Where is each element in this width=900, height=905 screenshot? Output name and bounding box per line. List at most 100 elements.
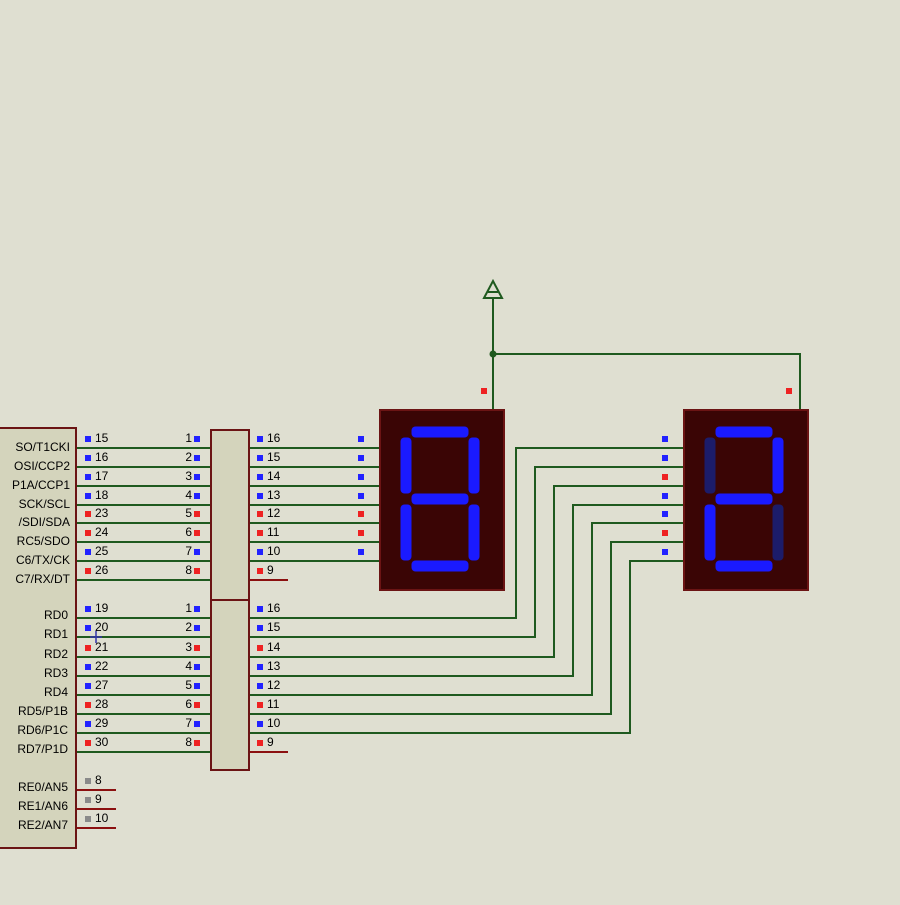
rp-top-right-pin-number: 12 xyxy=(267,506,281,520)
seven-segment-display-right-pin-state xyxy=(662,549,668,555)
mcu-port-d-label: RD5/P1B xyxy=(18,704,68,718)
mcu-port-d-pin-state xyxy=(85,721,91,727)
rp-top-right-pin-state xyxy=(257,568,263,574)
mcu-body[interactable] xyxy=(0,427,77,849)
mcu-port-c-label: RC5/SDO xyxy=(17,534,70,548)
rp-bottom-left-pin-number: 2 xyxy=(185,620,192,634)
wire-rp-bottom-to-display-right-3[interactable] xyxy=(249,504,684,677)
rp-bottom-left-pin-number: 6 xyxy=(185,697,192,711)
rp-top-right-pin-state xyxy=(257,455,263,461)
rp-top-left-pin-number: 8 xyxy=(185,563,192,577)
display-left-common-pin-state xyxy=(481,388,487,394)
mcu-port-e-pin-number: 8 xyxy=(95,773,102,787)
mcu-port-e-pin-state xyxy=(85,797,91,803)
mcu-port-d-label: RD2 xyxy=(44,647,68,661)
segment-c xyxy=(468,504,480,561)
rp-bottom-right-pin-state xyxy=(257,683,263,689)
mcu-port-d-pin-state xyxy=(85,702,91,708)
wire-rp-bottom-to-display-right-0[interactable] xyxy=(249,447,684,619)
segment-f xyxy=(704,437,716,494)
rp-bottom-left-pin-state xyxy=(194,645,200,651)
wire-rp-bottom-to-display-right-5[interactable] xyxy=(249,541,684,715)
rp-top-left-pin-number: 4 xyxy=(185,488,192,502)
rp-top-left-pin-number: 5 xyxy=(185,506,192,520)
mcu-port-e-label: RE0/AN5 xyxy=(18,780,68,794)
rp-bottom-right-pin-number: 15 xyxy=(267,620,281,634)
rp-top-right-pin-state xyxy=(257,511,263,517)
mcu-port-d-label: RD1 xyxy=(44,627,68,641)
wire-rp-bottom-to-display-right-2[interactable] xyxy=(249,485,684,658)
mcu-port-e-label: RE2/AN7 xyxy=(18,818,68,832)
rp-top-right-pin-number: 14 xyxy=(267,469,281,483)
rp-top-right-pin-number: 10 xyxy=(267,544,281,558)
seven-segment-display-right-pin-state xyxy=(662,530,668,536)
mcu-port-c-label: C7/RX/DT xyxy=(15,572,70,586)
rp-top-left-pin-state xyxy=(194,493,200,499)
wire-rp-bottom-to-display-right-6[interactable] xyxy=(249,560,684,734)
mcu-port-d-pin-state xyxy=(85,645,91,651)
seven-segment-display-left-pin-state xyxy=(358,530,364,536)
mcu-port-e-pin-number: 10 xyxy=(95,811,109,825)
segment-g xyxy=(411,493,469,505)
rp-bottom-right-pin-state xyxy=(257,606,263,612)
rp-bottom-right-pin-state xyxy=(257,625,263,631)
mcu-port-d-pin-number: 28 xyxy=(95,697,109,711)
seven-segment-display-left[interactable] xyxy=(379,409,505,591)
mcu-port-c-pin-state xyxy=(85,511,91,517)
seven-segment-display-right[interactable] xyxy=(683,409,809,591)
mcu-port-c-pin-state xyxy=(85,493,91,499)
mcu-port-c-label: C6/TX/CK xyxy=(16,553,70,567)
seven-segment-display-left-pin-state xyxy=(358,474,364,480)
mcu-port-c-pin-number: 25 xyxy=(95,544,109,558)
wires xyxy=(76,298,801,829)
rp-bottom-left-pin-state xyxy=(194,683,200,689)
wire-rp-bottom-to-display-right-1[interactable] xyxy=(249,466,684,638)
rp-bottom-left-pin-state xyxy=(194,721,200,727)
mcu-port-d-label: RD4 xyxy=(44,685,68,699)
rp-bottom-left-pin-number: 4 xyxy=(185,659,192,673)
mcu-port-d-label: RD0 xyxy=(44,608,68,622)
seven-segment-display-left-pin-state xyxy=(358,493,364,499)
rp-top-left-pin-state xyxy=(194,549,200,555)
rp-top-right-pin-state xyxy=(257,474,263,480)
mcu-port-c-pin-number: 15 xyxy=(95,431,109,445)
rp-bottom-right-pin-number: 9 xyxy=(267,735,274,749)
mcu-port-d-pin-number: 22 xyxy=(95,659,109,673)
rp-bottom-left-pin-state xyxy=(194,702,200,708)
wire-rp-bottom-to-display-right-4[interactable] xyxy=(249,522,684,696)
segment-a xyxy=(715,426,773,438)
mcu-port-c-pin-state xyxy=(85,474,91,480)
rp-bottom-left-pin-number: 3 xyxy=(185,640,192,654)
seven-segment-display-right-pin-state xyxy=(662,436,668,442)
rp-bottom-left-pin-state xyxy=(194,664,200,670)
mcu-port-c-label: SCK/SCL xyxy=(19,497,71,511)
seven-segment-display-left-pin-state xyxy=(358,455,364,461)
mcu-port-d-pin-number: 30 xyxy=(95,735,109,749)
segment-c xyxy=(772,504,784,561)
rp-top-left-pin-number: 3 xyxy=(185,469,192,483)
rp-top-left-pin-number: 7 xyxy=(185,544,192,558)
resistor-pack-top[interactable] xyxy=(210,429,250,601)
rp-bottom-right-pin-number: 13 xyxy=(267,659,281,673)
mcu-port-d-pin-state xyxy=(85,625,91,631)
mcu-port-d-pin-state xyxy=(85,740,91,746)
rp-bottom-left-pin-state xyxy=(194,606,200,612)
wire-power-to-right-display[interactable] xyxy=(493,353,801,410)
mcu-port-c-pin-state xyxy=(85,568,91,574)
rp-top-right-pin-state xyxy=(257,530,263,536)
mcu-port-d-label: RD6/P1C xyxy=(17,723,68,737)
resistor-pack-bottom[interactable] xyxy=(210,599,250,771)
rp-top-left-pin-number: 2 xyxy=(185,450,192,464)
mcu-port-c-pin-state xyxy=(85,530,91,536)
seven-segment-display-left-body xyxy=(379,409,505,591)
mcu-port-d-pin-number: 21 xyxy=(95,640,109,654)
power-terminal-icon[interactable] xyxy=(482,278,504,299)
mcu-port-e-label: RE1/AN6 xyxy=(18,799,68,813)
rp-bottom-right-pin-state xyxy=(257,702,263,708)
crosshair-cursor-icon xyxy=(90,631,102,643)
mcu-port-e-pin-number: 9 xyxy=(95,792,102,806)
segment-g xyxy=(715,493,773,505)
wire-junction-dot xyxy=(489,350,497,358)
rp-bottom-right-pin-number: 10 xyxy=(267,716,281,730)
